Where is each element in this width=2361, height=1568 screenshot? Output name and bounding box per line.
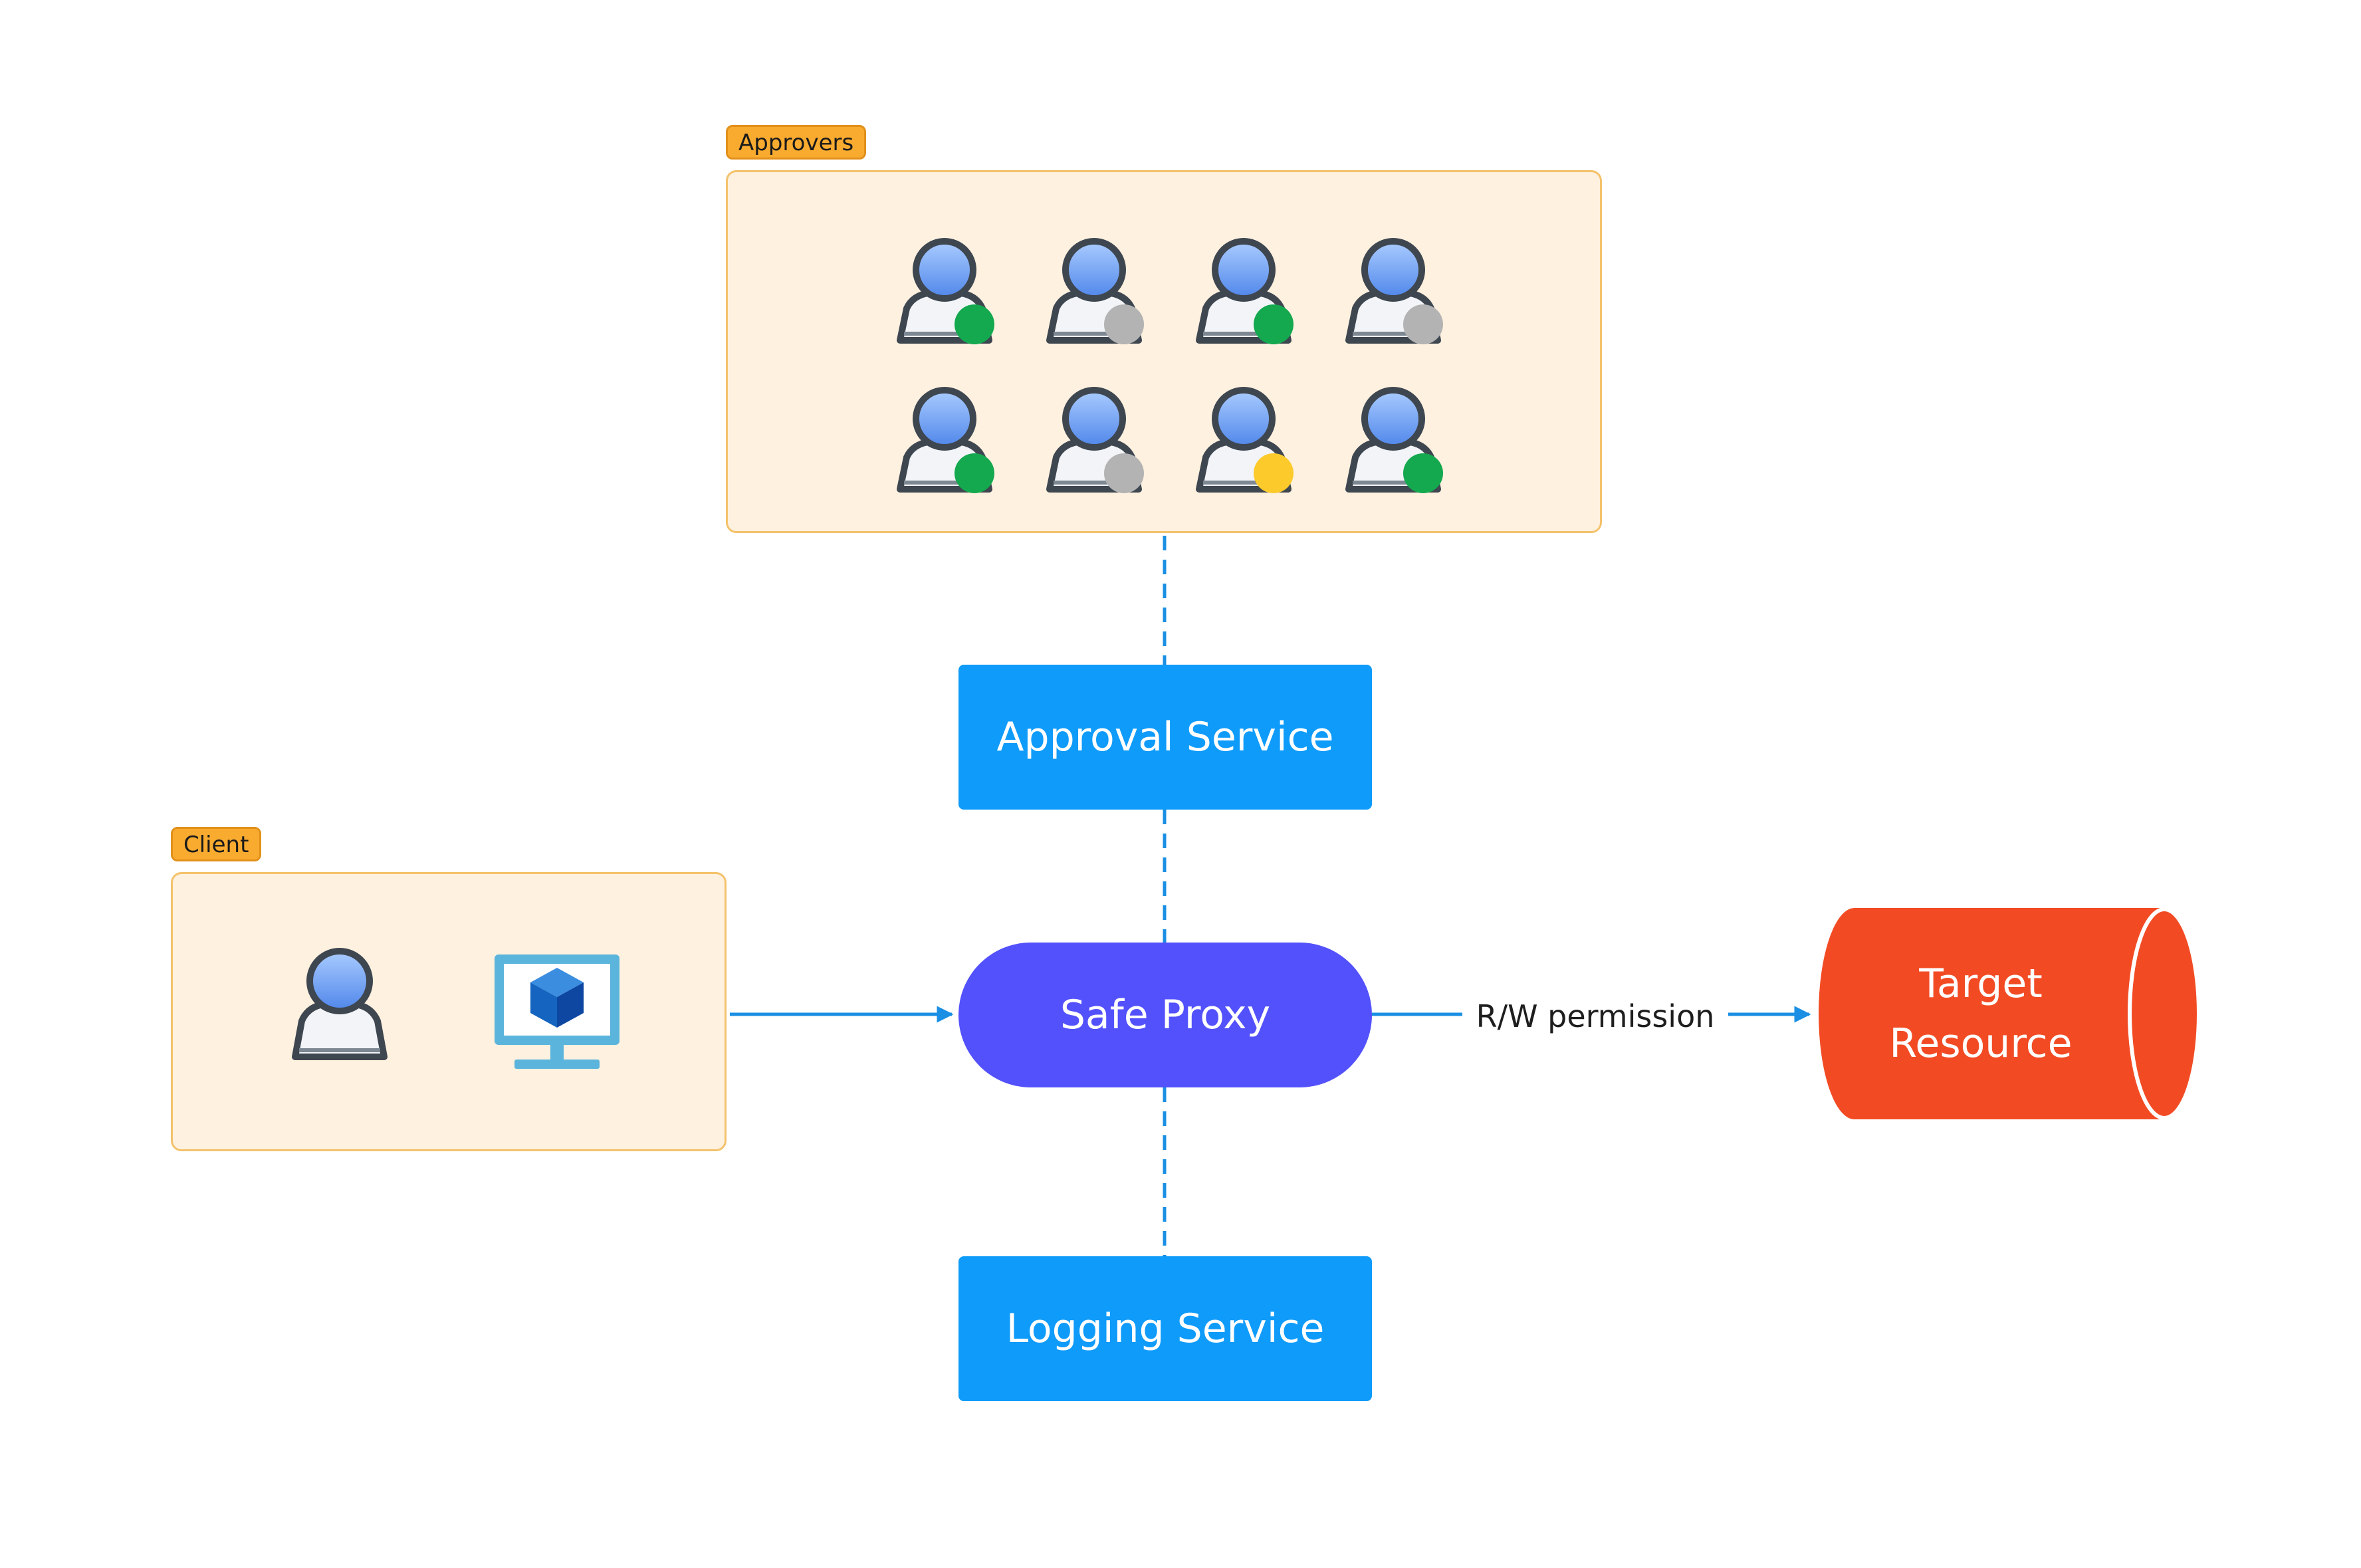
target-resource-cylinder (1819, 907, 2201, 1120)
approvers-group (726, 170, 1602, 533)
approver-7-status-dot-yellow (1254, 453, 1293, 493)
approver-5-status-dot-green (955, 453, 994, 493)
approver-6-user-icon (1046, 387, 1144, 493)
approver-6-status-dot-gray (1104, 453, 1144, 493)
approver-1-user-icon (897, 238, 994, 344)
client-group (171, 872, 727, 1151)
approver-8-user-icon (1345, 387, 1443, 493)
approver-4-status-dot-gray (1403, 304, 1443, 344)
approvers-group-tag: Approvers (726, 125, 867, 160)
target-resource-label: Target Resource (1889, 960, 2073, 1067)
approver-8-status-dot-green (1403, 453, 1443, 493)
approver-3-user-icon (1196, 238, 1293, 344)
approver-5-user-icon (897, 387, 994, 493)
client-monitor-cube-icon (495, 954, 619, 1069)
approver-1-status-dot-green (955, 304, 994, 344)
approver-4-user-icon (1345, 238, 1443, 344)
approver-3-status-dot-green (1254, 304, 1293, 344)
safe-proxy-node: Safe Proxy (958, 943, 1372, 1087)
approver-7-user-icon (1196, 387, 1293, 493)
approver-2-user-icon (1046, 238, 1144, 344)
approval-service-node: Approval Service (958, 665, 1372, 810)
rw-permission-label: R/W permission (1462, 994, 1728, 1038)
client-user-icon (292, 948, 388, 1060)
approver-2-status-dot-gray (1104, 304, 1144, 344)
client-group-tag: Client (171, 827, 262, 861)
logging-service-node: Logging Service (958, 1256, 1372, 1401)
